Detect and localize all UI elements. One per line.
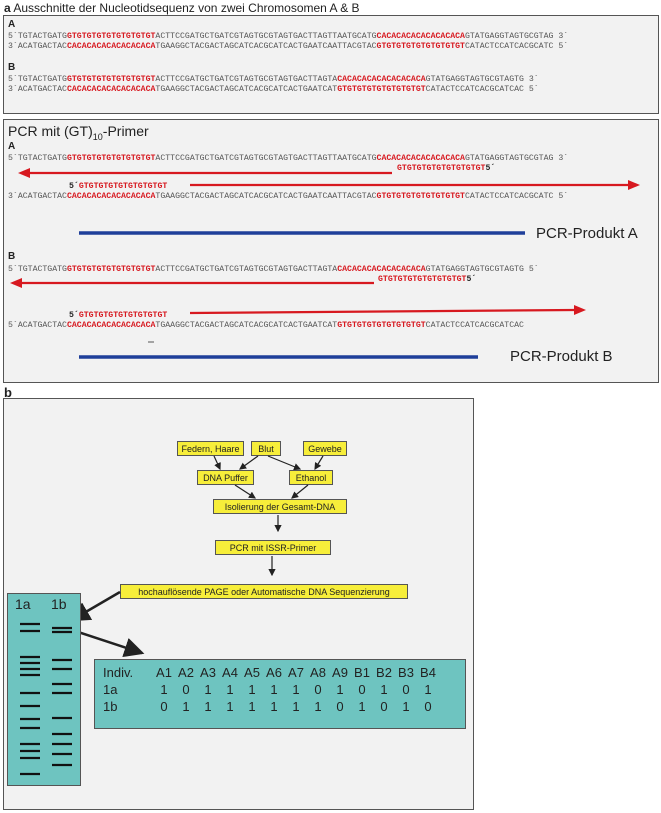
pcr-b-reverse-arrowhead <box>10 278 22 288</box>
pcr-b-strand-bottom: 5´ACATGACTACCACACACACACACACACATGAAGGCTAC… <box>8 321 524 330</box>
pcr-panel <box>3 119 659 383</box>
arrow-feathers-buffer <box>213 455 221 471</box>
score-header-b3: B3 <box>398 665 414 680</box>
pcr-product-b-label: PCR-Produkt B <box>510 348 613 365</box>
score-table-header: Indiv. A1 A2 A3 A4 A5 A6 A7 A8 A9 B1 B2 B3 B4 <box>103 665 439 682</box>
tissue-box: Gewebe <box>303 441 347 456</box>
score-cell: 0 <box>314 682 322 697</box>
score-header-a6: A6 <box>266 665 282 680</box>
arrow-blood-ethanol <box>267 455 302 471</box>
panel-b-letter: b <box>4 385 12 400</box>
panel-a-heading: a Ausschnitte der Nucleotidsequenz von z… <box>4 1 360 15</box>
dna-buffer-box: DNA Puffer <box>197 470 254 485</box>
score-header-a4: A4 <box>222 665 238 680</box>
gel-bands <box>20 622 72 776</box>
score-cell: 1 <box>358 699 366 714</box>
pcr-a-strand-bottom: 3´ACATGACTACCACACACACACACACACATGAAGGCTAC… <box>8 192 569 201</box>
score-header-a1: A1 <box>156 665 172 680</box>
arrow-tissue-ethanol <box>314 455 324 471</box>
pcr-a-primer-bottom: 5´GTGTGTGTGTGTGTGTGT <box>69 182 168 191</box>
score-header-a5: A5 <box>244 665 260 680</box>
blood-box: Blut <box>251 441 281 456</box>
score-header-indiv: Indiv. <box>103 665 134 680</box>
pcr-b-forward-arrow <box>189 308 575 315</box>
panel-a-letter: a <box>4 1 11 15</box>
score-header-a7: A7 <box>288 665 304 680</box>
pcr-title: PCR mit (GT)10-Primer <box>8 123 149 142</box>
score-cell: 1 <box>380 682 388 697</box>
score-header-a9: A9 <box>332 665 348 680</box>
pcr-b-forward-arrowhead <box>574 305 586 315</box>
gel-lane-1b-label: 1b <box>51 596 67 612</box>
chrom-b-strand-bottom: 3´ACATGACTACCACACACACACACACACATGAAGGCTAC… <box>8 85 539 94</box>
dna-isolation-box: Isolierung der Gesamt-DNA <box>213 499 347 514</box>
chrom-b-label: B <box>8 62 16 73</box>
score-row-name: 1a <box>103 682 118 697</box>
pcr-a-strand-top: 5´TGTACTGATGGTGTGTGTGTGTGTGTGTACTTCCGATG… <box>8 154 569 163</box>
score-cell: 1 <box>204 682 212 697</box>
chrom-a-strand-bottom: 3´ACATGACTACCACACACACACACACACATGAAGGCTAC… <box>8 42 569 51</box>
ethanol-box: Ethanol <box>289 470 333 485</box>
score-cell: 1 <box>204 699 212 714</box>
chrom-a-label: A <box>8 19 16 30</box>
pcr-a-forward-arrowhead <box>628 180 640 190</box>
score-cell: 1 <box>424 682 432 697</box>
score-header-b1: B1 <box>354 665 370 680</box>
pcr-product-a-label: PCR-Produkt A <box>536 225 638 242</box>
pcr-issr-box: PCR mit ISSR-Primer <box>215 540 331 555</box>
score-cell: 0 <box>336 699 344 714</box>
score-cell: 1 <box>248 682 256 697</box>
pcr-a-label: A <box>8 141 16 152</box>
score-cell: 1 <box>270 682 278 697</box>
score-cell: 0 <box>160 699 168 714</box>
score-cell: 1 <box>226 682 234 697</box>
score-cell: 0 <box>182 682 190 697</box>
score-cell: 1 <box>314 699 322 714</box>
pcr-arrows <box>10 168 640 359</box>
score-cell: 0 <box>424 699 432 714</box>
chrom-a-strand-top: 5´TGTACTGATGGTGTGTGTGTGTGTGTGTACTTCCGATG… <box>8 32 569 41</box>
panel-a-title: Ausschnitte der Nucleotidsequenz von zwe… <box>13 1 360 15</box>
score-cell: 0 <box>380 699 388 714</box>
arrow-blood-buffer <box>239 455 259 470</box>
score-cell: 1 <box>336 682 344 697</box>
score-cell: 1 <box>248 699 256 714</box>
pcr-b-primer-top: GTGTGTGTGTGTGTGTGT5´ <box>378 275 477 284</box>
arrow-gel-table <box>71 628 145 658</box>
score-header-b4: B4 <box>420 665 436 680</box>
score-header-b2: B2 <box>376 665 392 680</box>
score-cell: 1 <box>402 699 410 714</box>
arrow-buffer-isolation <box>234 484 257 499</box>
score-header-a3: A3 <box>200 665 216 680</box>
score-cell: 1 <box>292 682 300 697</box>
score-cell: 0 <box>358 682 366 697</box>
pcr-b-primer-bottom: 5´GTGTGTGTGTGTGTGTGT <box>69 311 168 320</box>
pcr-a-reverse-arrowhead <box>18 168 30 178</box>
pcr-a-primer-top: GTGTGTGTGTGTGTGTGT5´ <box>397 164 496 173</box>
gel-image: 1a 1b <box>7 593 81 786</box>
page-sequencing-box: hochauflösende PAGE oder Automatische DN… <box>120 584 408 599</box>
chrom-b-strand-top: 5´TGTACTGATGGTGTGTGTGTGTGTGTGTACTTCCGATG… <box>8 75 539 84</box>
pcr-b-strand-top: 5´TGTACTGATGGTGTGTGTGTGTGTGTGTACTTCCGATG… <box>8 265 539 274</box>
score-header-a2: A2 <box>178 665 194 680</box>
sequence-panel <box>3 15 659 114</box>
score-cell: 1 <box>292 699 300 714</box>
score-cell: 1 <box>160 682 168 697</box>
score-header-a8: A8 <box>310 665 326 680</box>
pcr-b-label: B <box>8 251 16 262</box>
score-row-name: 1b <box>103 699 118 714</box>
feathers-hair-box: Federn, Haare <box>177 441 244 456</box>
score-cell: 0 <box>402 682 410 697</box>
arrow-ethanol-isolation <box>291 484 309 499</box>
score-cell: 1 <box>270 699 278 714</box>
gel-lane-1a-label: 1a <box>15 596 31 612</box>
score-cell: 1 <box>226 699 234 714</box>
score-cell: 1 <box>182 699 190 714</box>
